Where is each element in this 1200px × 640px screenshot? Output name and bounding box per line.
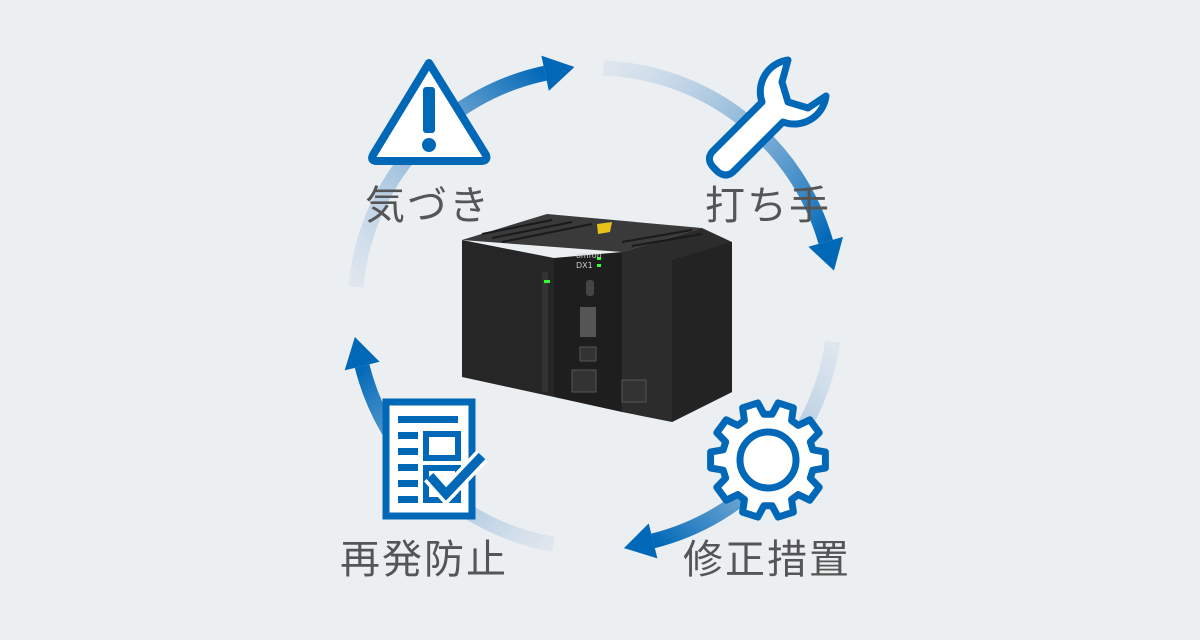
wrench-icon [705, 56, 830, 179]
gear-icon [707, 399, 829, 521]
arrowhead-icon [808, 236, 844, 271]
device-model: DX1 [576, 261, 593, 270]
arrowhead-icon [541, 55, 575, 91]
step-label-awareness: 気づき [365, 183, 491, 229]
controller-device-image: omron DX1 [462, 212, 742, 422]
device-brand: omron [576, 251, 602, 260]
checklist-document-icon [382, 398, 488, 520]
step-label-action: 打ち手 [705, 183, 831, 229]
step-label-prevention: 再発防止 [340, 537, 508, 583]
arrowhead-icon [623, 523, 658, 559]
step-label-correction: 修正措置 [683, 537, 851, 583]
arrowhead-icon [344, 336, 380, 371]
warning-icon [368, 59, 491, 165]
